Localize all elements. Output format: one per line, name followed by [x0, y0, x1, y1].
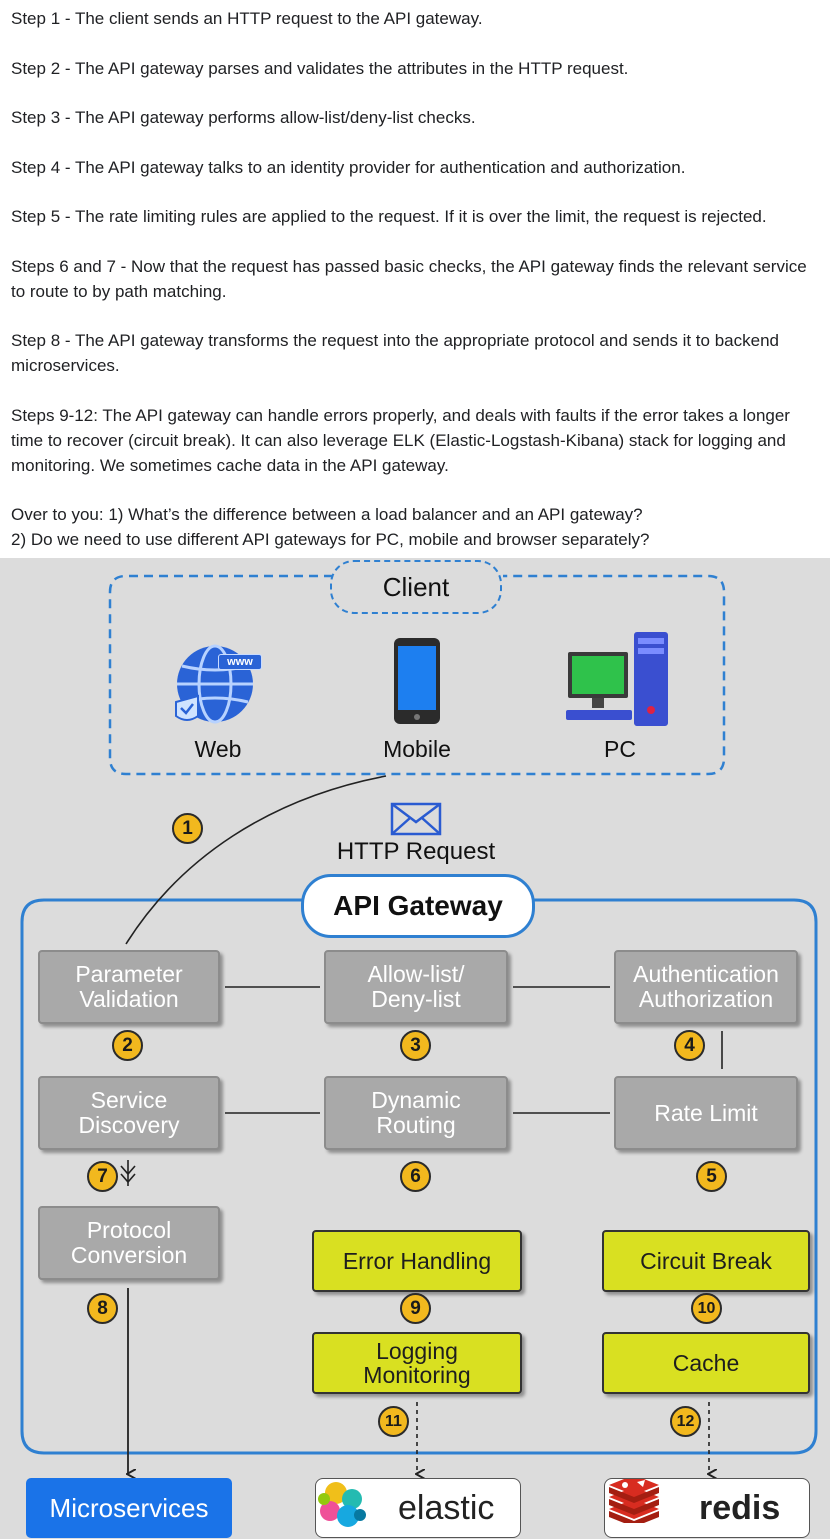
step-badge-1: 1 [172, 813, 203, 844]
diagram-lines [20, 574, 818, 1539]
elastic-logo-icon [318, 1482, 392, 1533]
www-tag: www [218, 654, 262, 670]
service-discovery-box: Service Discovery [38, 1076, 220, 1150]
error-handling-box: Error Handling [312, 1230, 522, 1292]
step-badge-6: 6 [400, 1161, 431, 1192]
step-badge-10: 10 [691, 1293, 722, 1324]
step-badge-8: 8 [87, 1293, 118, 1324]
redis-logo-icon [609, 1479, 691, 1530]
step-badge-12: 12 [670, 1406, 701, 1437]
allow-deny-list-box: Allow-list/ Deny-list [324, 950, 508, 1024]
step-badge-2: 2 [112, 1030, 143, 1061]
desktop-pc-icon [562, 630, 672, 730]
http-request-label: HTTP Request [336, 838, 496, 865]
step-badge-5: 5 [696, 1161, 727, 1192]
step-badge-7: 7 [87, 1161, 118, 1192]
redis-label: redis [699, 1488, 781, 1527]
gateway-container [20, 898, 818, 1455]
elastic-box: elastic [315, 1478, 521, 1538]
pc-label: PC [604, 736, 636, 762]
step-5-text: Step 5 - The rate limiting rules are app… [11, 207, 767, 226]
microservices-box: Microservices [26, 1478, 232, 1538]
http-request-line [125, 775, 387, 945]
parameter-validation-box: Parameter Validation [38, 950, 220, 1024]
api-gateway-diagram: Client www Web [0, 558, 830, 1539]
api-gateway-title: API Gateway [301, 874, 535, 938]
rate-limit-box: Rate Limit [614, 1076, 798, 1150]
client-container [108, 574, 726, 776]
circuit-break-box: Circuit Break [602, 1230, 810, 1292]
authentication-authorization-box: Authentication Authorization [614, 950, 798, 1024]
cache-box: Cache [602, 1332, 810, 1394]
step-4-text: Step 4 - The API gateway talks to an ide… [11, 158, 686, 177]
envelope-icon [390, 802, 442, 836]
question-1-text: Over to you: 1) What’s the difference be… [11, 505, 643, 524]
step-9-12-text: Steps 9-12: The API gateway can handle e… [11, 406, 790, 475]
step-badge-9: 9 [400, 1293, 431, 1324]
step-badge-4: 4 [674, 1030, 705, 1061]
web-label: Web [194, 736, 242, 762]
globe-icon [170, 640, 260, 726]
question-2-text: 2) Do we need to use different API gatew… [11, 530, 650, 549]
client-title: Client [330, 560, 502, 614]
step-badge-3: 3 [400, 1030, 431, 1061]
protocol-conversion-box: Protocol Conversion [38, 1206, 220, 1280]
mobile-phone-icon [392, 636, 442, 726]
logging-monitoring-box: Logging Monitoring [312, 1332, 522, 1394]
step-8-text: Step 8 - The API gateway transforms the … [11, 331, 779, 375]
mobile-label: Mobile [383, 736, 451, 762]
step-1-text: Step 1 - The client sends an HTTP reques… [11, 9, 483, 28]
elastic-label: elastic [398, 1488, 495, 1527]
dynamic-routing-box: Dynamic Routing [324, 1076, 508, 1150]
step-6-7-text: Steps 6 and 7 - Now that the request has… [11, 257, 807, 301]
step-3-text: Step 3 - The API gateway performs allow-… [11, 108, 476, 127]
redis-box: redis [604, 1478, 810, 1538]
step-badge-11: 11 [378, 1406, 409, 1437]
description-text: Step 1 - The client sends an HTTP reques… [0, 0, 830, 558]
step-2-text: Step 2 - The API gateway parses and vali… [11, 59, 629, 78]
